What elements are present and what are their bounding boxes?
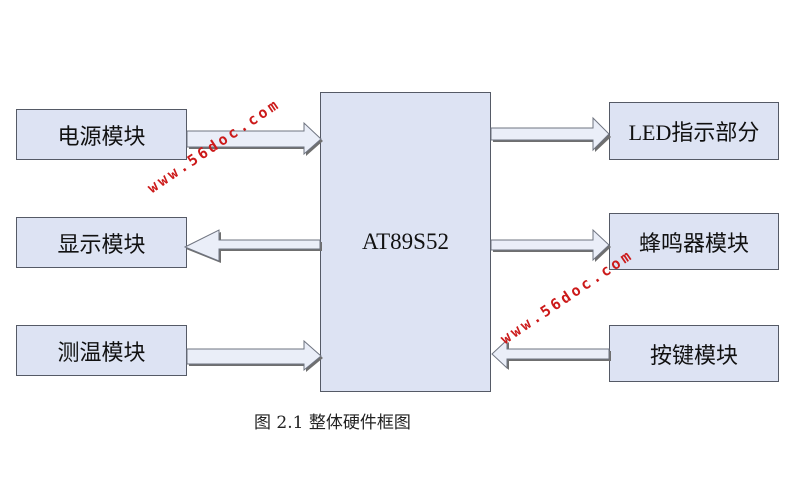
led-indicator-label: LED指示部分 <box>628 120 760 145</box>
arrow-power-to-mcu <box>186 121 322 156</box>
display-module-block: 显示模块 <box>16 217 187 268</box>
keys-module-label: 按键模块 <box>649 343 738 369</box>
figure-caption: 图 2.1 整体硬件框图 <box>254 413 411 433</box>
power-module-block: 电源模块 <box>16 109 187 160</box>
temperature-module-block: 测温模块 <box>16 325 187 376</box>
arrow-temperature-to-mcu <box>186 339 322 372</box>
temperature-module-label: 测温模块 <box>57 340 146 366</box>
buzzer-module-label: 蜂鸣器模块 <box>638 231 749 257</box>
arrow-mcu-to-buzzer <box>490 228 610 262</box>
arrow-keys-to-mcu <box>491 338 610 370</box>
mcu-label: AT89S52 <box>362 229 449 254</box>
buzzer-module-block: 蜂鸣器模块 <box>609 213 779 270</box>
power-module-label: 电源模块 <box>57 124 146 150</box>
keys-module-block: 按键模块 <box>609 325 779 382</box>
display-module-label: 显示模块 <box>57 232 146 258</box>
arrow-mcu-to-led <box>490 116 610 152</box>
led-indicator-block: LED指示部分 <box>609 102 779 160</box>
arrow-mcu-to-display <box>183 229 321 262</box>
